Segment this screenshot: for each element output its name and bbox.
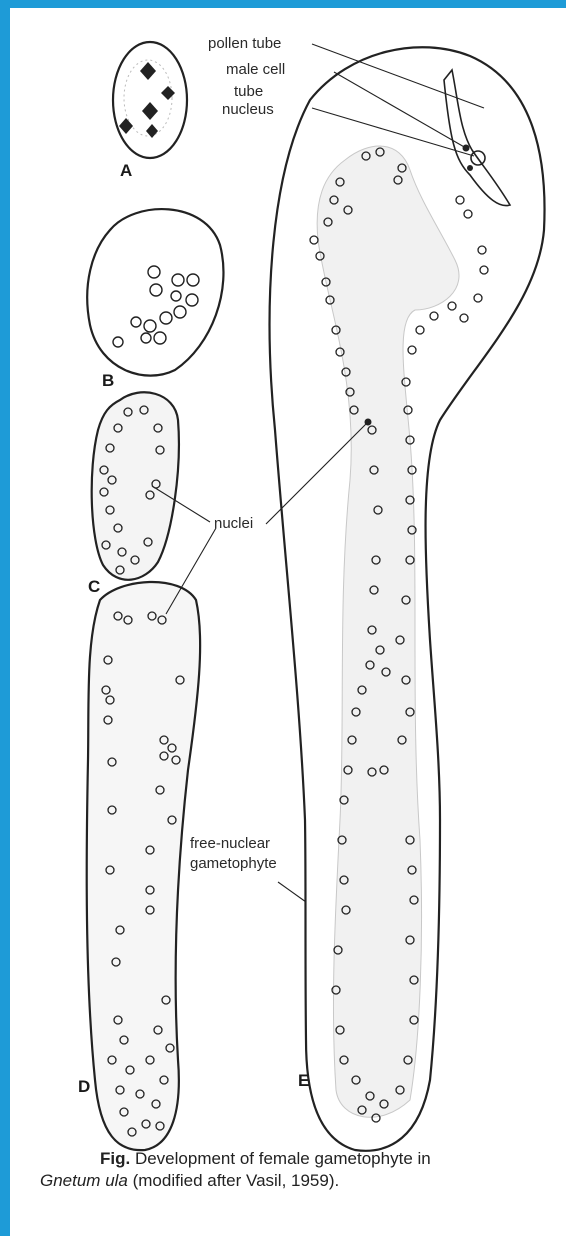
panel-e bbox=[270, 47, 545, 1151]
label-pollen-tube: pollen tube bbox=[208, 35, 281, 52]
panel-c-label: C bbox=[88, 577, 100, 596]
left-border bbox=[0, 0, 10, 1236]
figure-caption: Fig. Development of female gametophyte i… bbox=[40, 1148, 560, 1192]
caption-prefix: Fig. bbox=[100, 1149, 130, 1168]
label-nuclei: nuclei bbox=[214, 515, 253, 532]
panel-b bbox=[87, 209, 223, 376]
panel-c-outline bbox=[92, 392, 179, 580]
leader-lines bbox=[152, 44, 484, 902]
label-free-nuclear: free-nuclear bbox=[190, 835, 270, 852]
panel-a-label: A bbox=[120, 161, 132, 180]
panel-e-label: E bbox=[298, 1071, 309, 1090]
caption-line2: (modified after Vasil, 1959). bbox=[128, 1171, 339, 1190]
panel-d-label: D bbox=[78, 1077, 90, 1096]
pollen-tube bbox=[444, 70, 510, 206]
panel-b-label: B bbox=[102, 371, 114, 390]
panel-a bbox=[113, 42, 187, 158]
panel-c bbox=[92, 392, 179, 580]
label-male-cell: male cell bbox=[226, 61, 285, 78]
caption-species: Gnetum ula bbox=[40, 1171, 128, 1190]
panel-d-outline bbox=[87, 582, 200, 1150]
top-border bbox=[0, 0, 566, 8]
panel-d bbox=[87, 582, 200, 1150]
panel-b-outline bbox=[87, 209, 223, 376]
label-gametophyte: gametophyte bbox=[190, 855, 277, 872]
caption-line1: Development of female gametophyte in bbox=[130, 1149, 431, 1168]
nuclei-group-b bbox=[113, 266, 199, 347]
label-nucleus: nucleus bbox=[222, 101, 274, 118]
label-tube: tube bbox=[234, 83, 263, 100]
